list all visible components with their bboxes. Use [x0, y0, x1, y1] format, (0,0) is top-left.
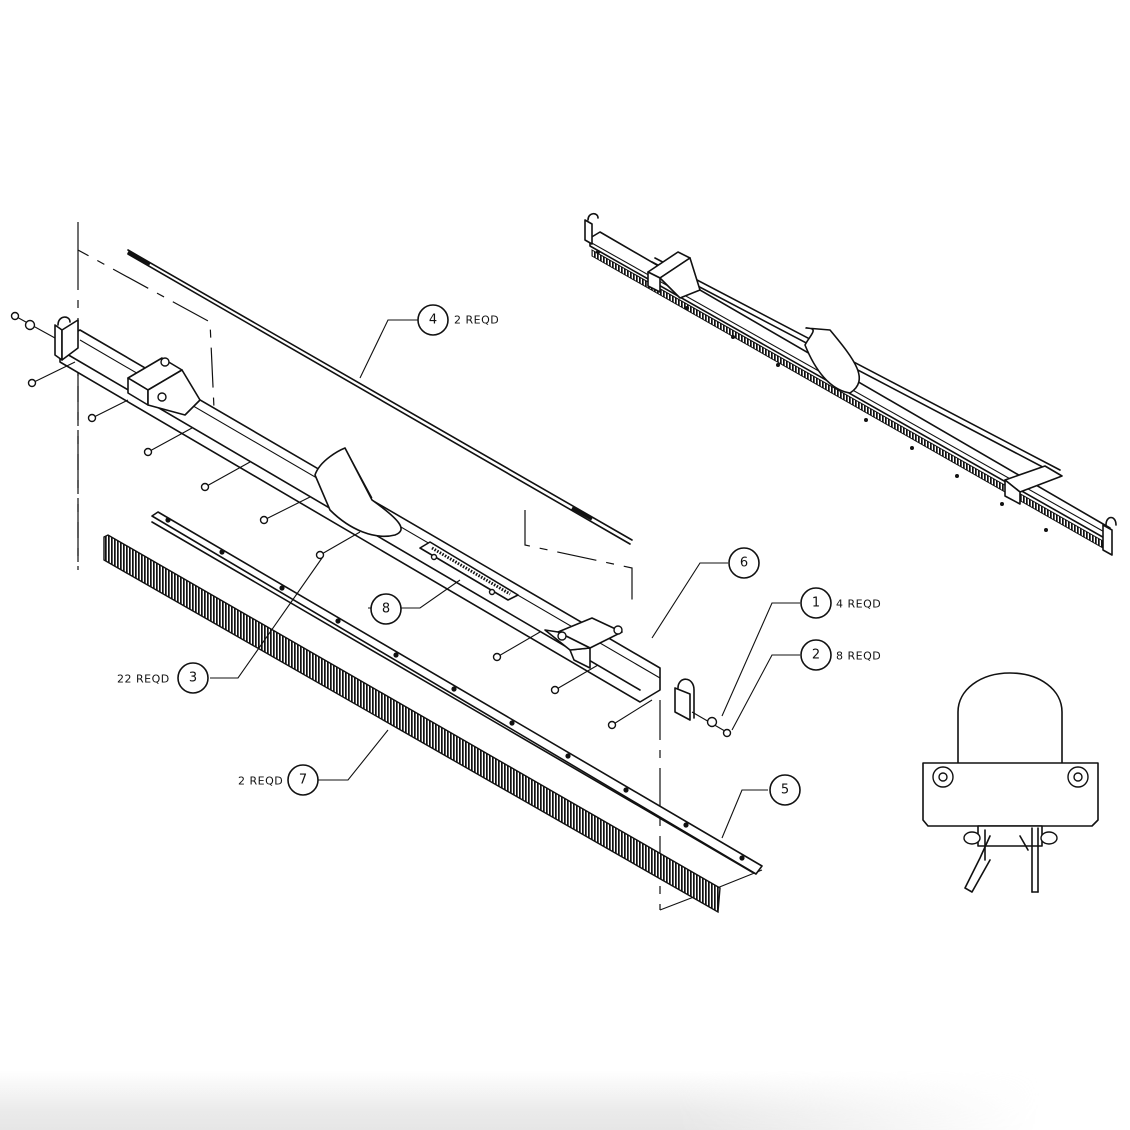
end-detail-view — [922, 672, 1099, 893]
svg-text:4 REQD: 4 REQD — [836, 598, 881, 611]
callout-3: 3 22 REQD — [117, 662, 209, 694]
svg-text:1: 1 — [812, 596, 820, 611]
callout-8: 8 — [370, 593, 402, 625]
svg-text:8: 8 — [382, 602, 390, 617]
callout-5: 5 — [769, 774, 801, 806]
exploded-view — [10, 222, 763, 914]
left-spreader-bracket — [127, 357, 201, 416]
callout-6: 6 — [728, 547, 760, 579]
callout-1: 1 4 REQD — [800, 587, 881, 619]
callout-4: 4 2 REQD — [417, 304, 499, 336]
svg-text:5: 5 — [781, 783, 789, 798]
brush-strip-item-7 — [103, 534, 721, 914]
svg-text:2 REQD: 2 REQD — [454, 314, 499, 327]
bolts-item-3 — [27, 361, 653, 730]
tie-rod-item-4 — [127, 249, 633, 545]
svg-text:2 REQD: 2 REQD — [238, 775, 283, 788]
center-spout — [314, 447, 402, 537]
assembled-isometric-view — [584, 212, 1117, 556]
svg-text:4: 4 — [429, 313, 437, 328]
right-spreader-bracket — [544, 617, 623, 669]
svg-text:2: 2 — [812, 648, 820, 663]
end-hardware-items-1-2 — [10, 311, 732, 738]
footer-shade — [0, 1070, 1130, 1130]
svg-text:22 REQD: 22 REQD — [117, 673, 170, 686]
callout-7: 7 2 REQD — [238, 764, 319, 796]
svg-text:7: 7 — [299, 773, 307, 788]
rack-item-8 — [419, 541, 519, 601]
svg-text:6: 6 — [740, 556, 748, 571]
svg-text:8 REQD: 8 REQD — [836, 650, 881, 663]
callout-2: 2 8 REQD — [800, 639, 881, 671]
clamp-strip-item-5 — [151, 511, 763, 875]
leader-lines — [210, 319, 800, 839]
svg-text:3: 3 — [189, 671, 197, 686]
